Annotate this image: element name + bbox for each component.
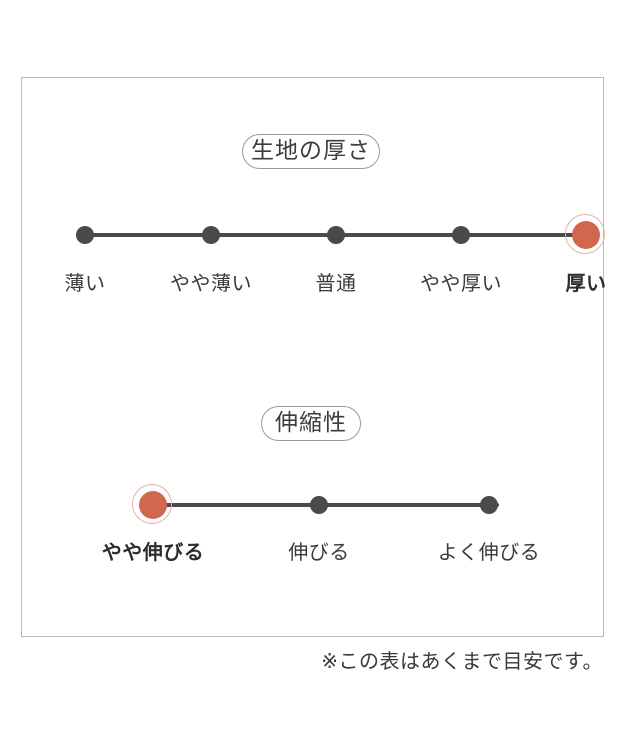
scale-labels-stretchiness: やや伸びる 伸びる よく伸びる: [102, 542, 540, 569]
scale-label-very-stretchy: よく伸びる: [437, 542, 541, 564]
scale-dot-stretchy[interactable]: [310, 496, 328, 514]
footnote-disclaimer: ※この表はあくまで目安です。: [321, 651, 603, 673]
section-badge-fabric-thickness: 生地の厚さ: [242, 134, 380, 169]
scale-dot-slightly-stretchy-active[interactable]: [132, 484, 172, 524]
scale-label-thick: 厚い: [565, 273, 607, 295]
scale-dot-thin[interactable]: [76, 226, 94, 244]
scale-stretchiness: [132, 484, 512, 524]
scale-label-stretchy: 伸びる: [288, 542, 350, 564]
scale-label-slightly-stretchy: やや伸びる: [101, 542, 205, 564]
scale-dot-thick-active[interactable]: [565, 214, 605, 254]
scale-fabric-thickness: [64, 214, 605, 254]
scale-dot-slightly-thick[interactable]: [452, 226, 470, 244]
section-badge-stretchiness: 伸縮性: [261, 406, 361, 441]
scale-dot-very-stretchy[interactable]: [480, 496, 498, 514]
scale-label-slightly-thick: やや厚い: [420, 273, 502, 295]
scale-label-normal: 普通: [315, 273, 357, 295]
scale-label-slightly-thin: やや薄い: [170, 273, 252, 295]
spec-chart-frame: 生地の厚さ 薄い やや薄い 普通 やや厚い 厚い 伸縮性 やや伸びる 伸びる よ…: [21, 77, 607, 637]
scale-dot-slightly-thin[interactable]: [202, 226, 220, 244]
scale-label-thin: 薄い: [64, 273, 106, 295]
scale-dot-normal[interactable]: [327, 226, 345, 244]
scale-labels-fabric-thickness: 薄い やや薄い 普通 やや厚い 厚い: [64, 273, 607, 300]
